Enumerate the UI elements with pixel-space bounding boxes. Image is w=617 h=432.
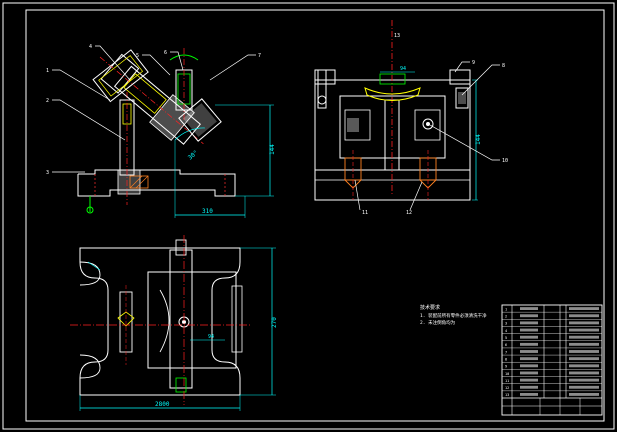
title-block-cell-material — [569, 307, 599, 311]
top-dim-height: 270 — [271, 317, 278, 328]
title-block-row-number: 4 — [505, 329, 507, 333]
title-block-cell-text — [520, 385, 538, 389]
title-block-row-number: 1 — [505, 307, 507, 311]
title-block-row-number: 12 — [505, 386, 509, 390]
title-block-cell-material — [569, 371, 599, 375]
top-dim-width: 2800 — [155, 401, 170, 408]
side-dim-height: 144 — [475, 134, 482, 145]
title-block-cell-material — [569, 321, 599, 325]
front-view: 144 310 30° 1 2 3 4 5 6 7 — [46, 44, 276, 218]
top-view: 2800 270 94 — [70, 235, 278, 411]
title-block-cell-text — [520, 314, 538, 318]
notes-line-2: 2. 未注倒角均为 — [420, 319, 456, 326]
title-block-row-number: 2 — [505, 315, 507, 319]
title-block-cell-material — [569, 392, 599, 396]
side-balloon-13: 13 — [394, 33, 400, 39]
title-block-cell-text — [520, 357, 538, 361]
title-block-cell-text — [520, 328, 538, 332]
inner-frame — [25, 9, 605, 422]
side-balloon-10: 10 — [502, 158, 508, 164]
title-block-cell-material — [569, 357, 599, 361]
side-view-v-clamp — [364, 87, 421, 101]
title-block-cell-material — [569, 385, 599, 389]
side-dim-top: 94 — [400, 66, 406, 72]
side-view: 144 94 8 9 10 11 12 13 — [314, 20, 508, 216]
title-block-cell-text — [520, 364, 538, 368]
front-balloon-2: 2 — [46, 98, 49, 104]
front-balloon-6: 6 — [164, 50, 167, 56]
title-block-cell-text — [520, 371, 538, 375]
title-block-cell-material — [569, 328, 599, 332]
title-block-cell-text — [520, 342, 538, 346]
front-balloon-5: 5 — [136, 53, 139, 59]
title-block-cell-material — [569, 378, 599, 382]
title-block-cell-text — [520, 378, 538, 382]
front-balloon-7: 7 — [258, 53, 261, 59]
title-block-cell-text — [520, 321, 538, 325]
notes-heading: 技术要求 — [420, 304, 440, 311]
title-block-cell-material — [569, 350, 599, 353]
title-block-row-number: 5 — [505, 336, 507, 340]
title-block-cell-material — [569, 314, 599, 318]
title-block-cell-material — [569, 364, 599, 368]
title-block-row-number: 13 — [505, 393, 509, 397]
top-view-clamp-bar — [169, 249, 193, 389]
title-block-row-number: 9 — [505, 365, 507, 369]
side-balloon-9: 9 — [472, 60, 475, 66]
title-block-row-number: 8 — [505, 357, 507, 361]
side-balloon-8: 8 — [502, 63, 505, 69]
side-balloon-11: 11 — [362, 210, 368, 216]
title-block-cell-text — [520, 350, 538, 353]
front-dim-height: 144 — [269, 144, 276, 155]
front-balloon-4: 4 — [89, 44, 92, 50]
title-block-row-number: 7 — [505, 350, 507, 354]
title-block-cell-text — [520, 335, 538, 339]
front-dim-width: 310 — [202, 208, 213, 215]
title-block-cell-material — [569, 335, 599, 339]
front-balloon-3: 3 — [46, 170, 49, 176]
front-balloon-1: 1 — [46, 68, 49, 74]
title-block-row-number: 11 — [505, 379, 509, 383]
top-dim-inner: 94 — [208, 334, 214, 340]
title-block-cell-material — [569, 342, 599, 346]
side-balloon-12: 12 — [406, 210, 412, 216]
technical-notes: 技术要求 1. 装配前所有零件必须清洗干净 2. 未注倒角均为 — [420, 304, 487, 326]
side-view-body — [314, 79, 471, 201]
title-block-row-number: 6 — [505, 343, 507, 347]
title-block-cell-text — [520, 392, 538, 396]
title-block-cell-text — [520, 307, 538, 311]
title-block-row-number: 3 — [505, 322, 507, 326]
notes-line-1: 1. 装配前所有零件必须清洗干净 — [420, 312, 487, 319]
title-block-row-number: 10 — [505, 372, 509, 376]
